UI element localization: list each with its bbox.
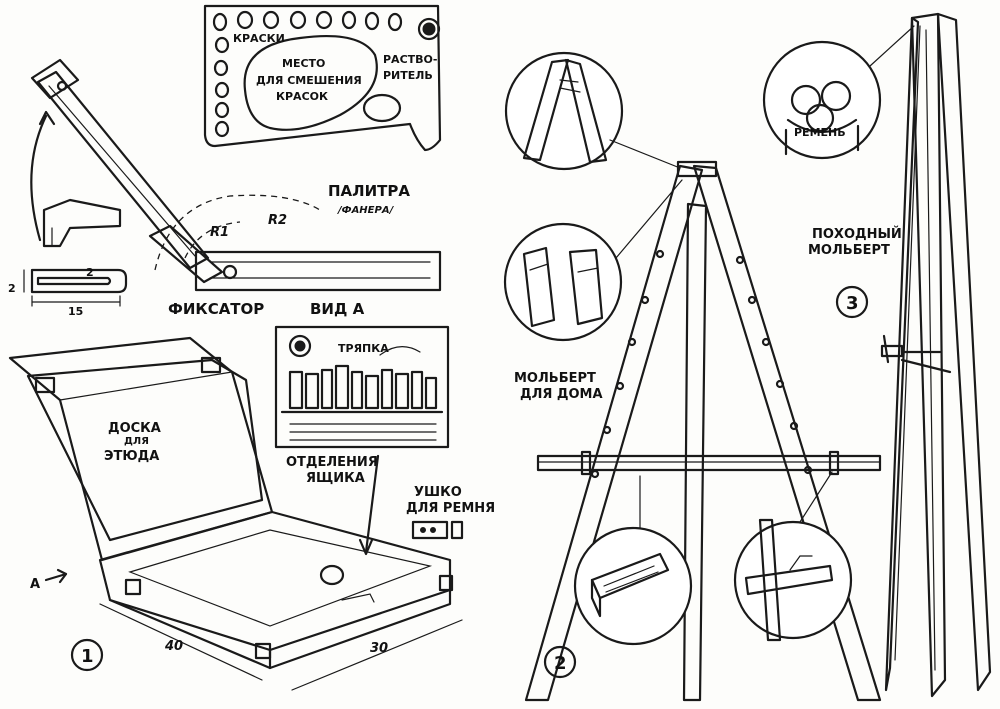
- box-compartments: ТРЯПКА: [274, 325, 450, 449]
- view-a: R1 R2: [148, 194, 442, 292]
- palette-material: /ФАНЕРА/: [337, 205, 395, 216]
- field-easel: РЕМЕНЬ: [762, 12, 992, 698]
- strap-label: РЕМЕНЬ: [794, 126, 846, 139]
- board-label-2: ДЛЯ: [124, 436, 149, 447]
- mixing-area: [243, 35, 378, 131]
- view-a-label: ВИД А: [310, 300, 365, 318]
- home-easel: [503, 51, 882, 702]
- home-easel-label-1: МОЛЬБЕРТ: [514, 371, 596, 386]
- arrow-a-label: А: [30, 577, 40, 592]
- field-easel-label-2: МОЛЬБЕРТ: [808, 243, 890, 258]
- figure-2-badge: [543, 645, 577, 679]
- paints-label: КРАСКИ: [233, 32, 285, 45]
- solvent-cup-icon: [417, 17, 441, 41]
- palette-title: ПАЛИТРА: [328, 182, 410, 200]
- detail-top-joint: [504, 51, 624, 171]
- home-easel-label-2: ДЛЯ ДОМА: [520, 387, 603, 402]
- dim-2-left: 2: [8, 282, 16, 295]
- solvent-label-1: РАСТВО-: [383, 53, 437, 66]
- strap-loop: [411, 520, 464, 540]
- latch-label: ФИКСАТОР: [168, 300, 264, 318]
- solvent-label-2: РИТЕЛЬ: [383, 69, 433, 82]
- detail-shelf: [733, 520, 853, 640]
- palette: КРАСКИ МЕСТО ДЛЯ СМЕШЕНИЯ КРАСОК РАСТВО-…: [203, 4, 442, 152]
- mixing-label-1: МЕСТО: [282, 57, 325, 70]
- radius-r1: R1: [210, 225, 229, 240]
- rag-label: ТРЯПКА: [338, 342, 389, 355]
- paint-blobs: [212, 10, 403, 138]
- dim-15: 15: [68, 305, 83, 318]
- board-label-1: ДОСКА: [108, 421, 161, 436]
- radius-r2: R2: [268, 213, 287, 228]
- figure-1-badge: [70, 638, 104, 672]
- figure-3-number: 3: [846, 293, 859, 314]
- mixing-label-2: ДЛЯ СМЕШЕНИЯ: [256, 74, 362, 87]
- figure-1-number: 1: [81, 646, 94, 667]
- compartments-label-2: ЯЩИКА: [306, 471, 365, 486]
- compartments-label-1: ОТДЕЛЕНИЯ: [286, 455, 378, 470]
- figure-2-number: 2: [554, 653, 567, 674]
- thumb-hole: [362, 93, 402, 123]
- field-easel-label-1: ПОХОДНЫЙ: [812, 226, 902, 242]
- hinge-arm: 2 2 15: [8, 58, 210, 318]
- board-label-3: ЭТЮДА: [104, 449, 159, 464]
- mixing-label-3: КРАСОК: [276, 90, 328, 103]
- detail-hinge-joint: [503, 222, 623, 342]
- figure-3-badge: [835, 285, 869, 319]
- leg-holes: [590, 249, 813, 479]
- strap-loop-label-1: УШКО: [414, 485, 462, 500]
- dim-2-top: 2: [86, 266, 94, 279]
- dim-30: 30: [370, 641, 388, 656]
- strap-loop-label-2: ДЛЯ РЕМНЯ: [406, 501, 495, 516]
- sketch-box: 40 30 А ДОСКА ДЛЯ ЭТЮДА: [8, 336, 463, 691]
- dim-40: 40: [164, 639, 183, 654]
